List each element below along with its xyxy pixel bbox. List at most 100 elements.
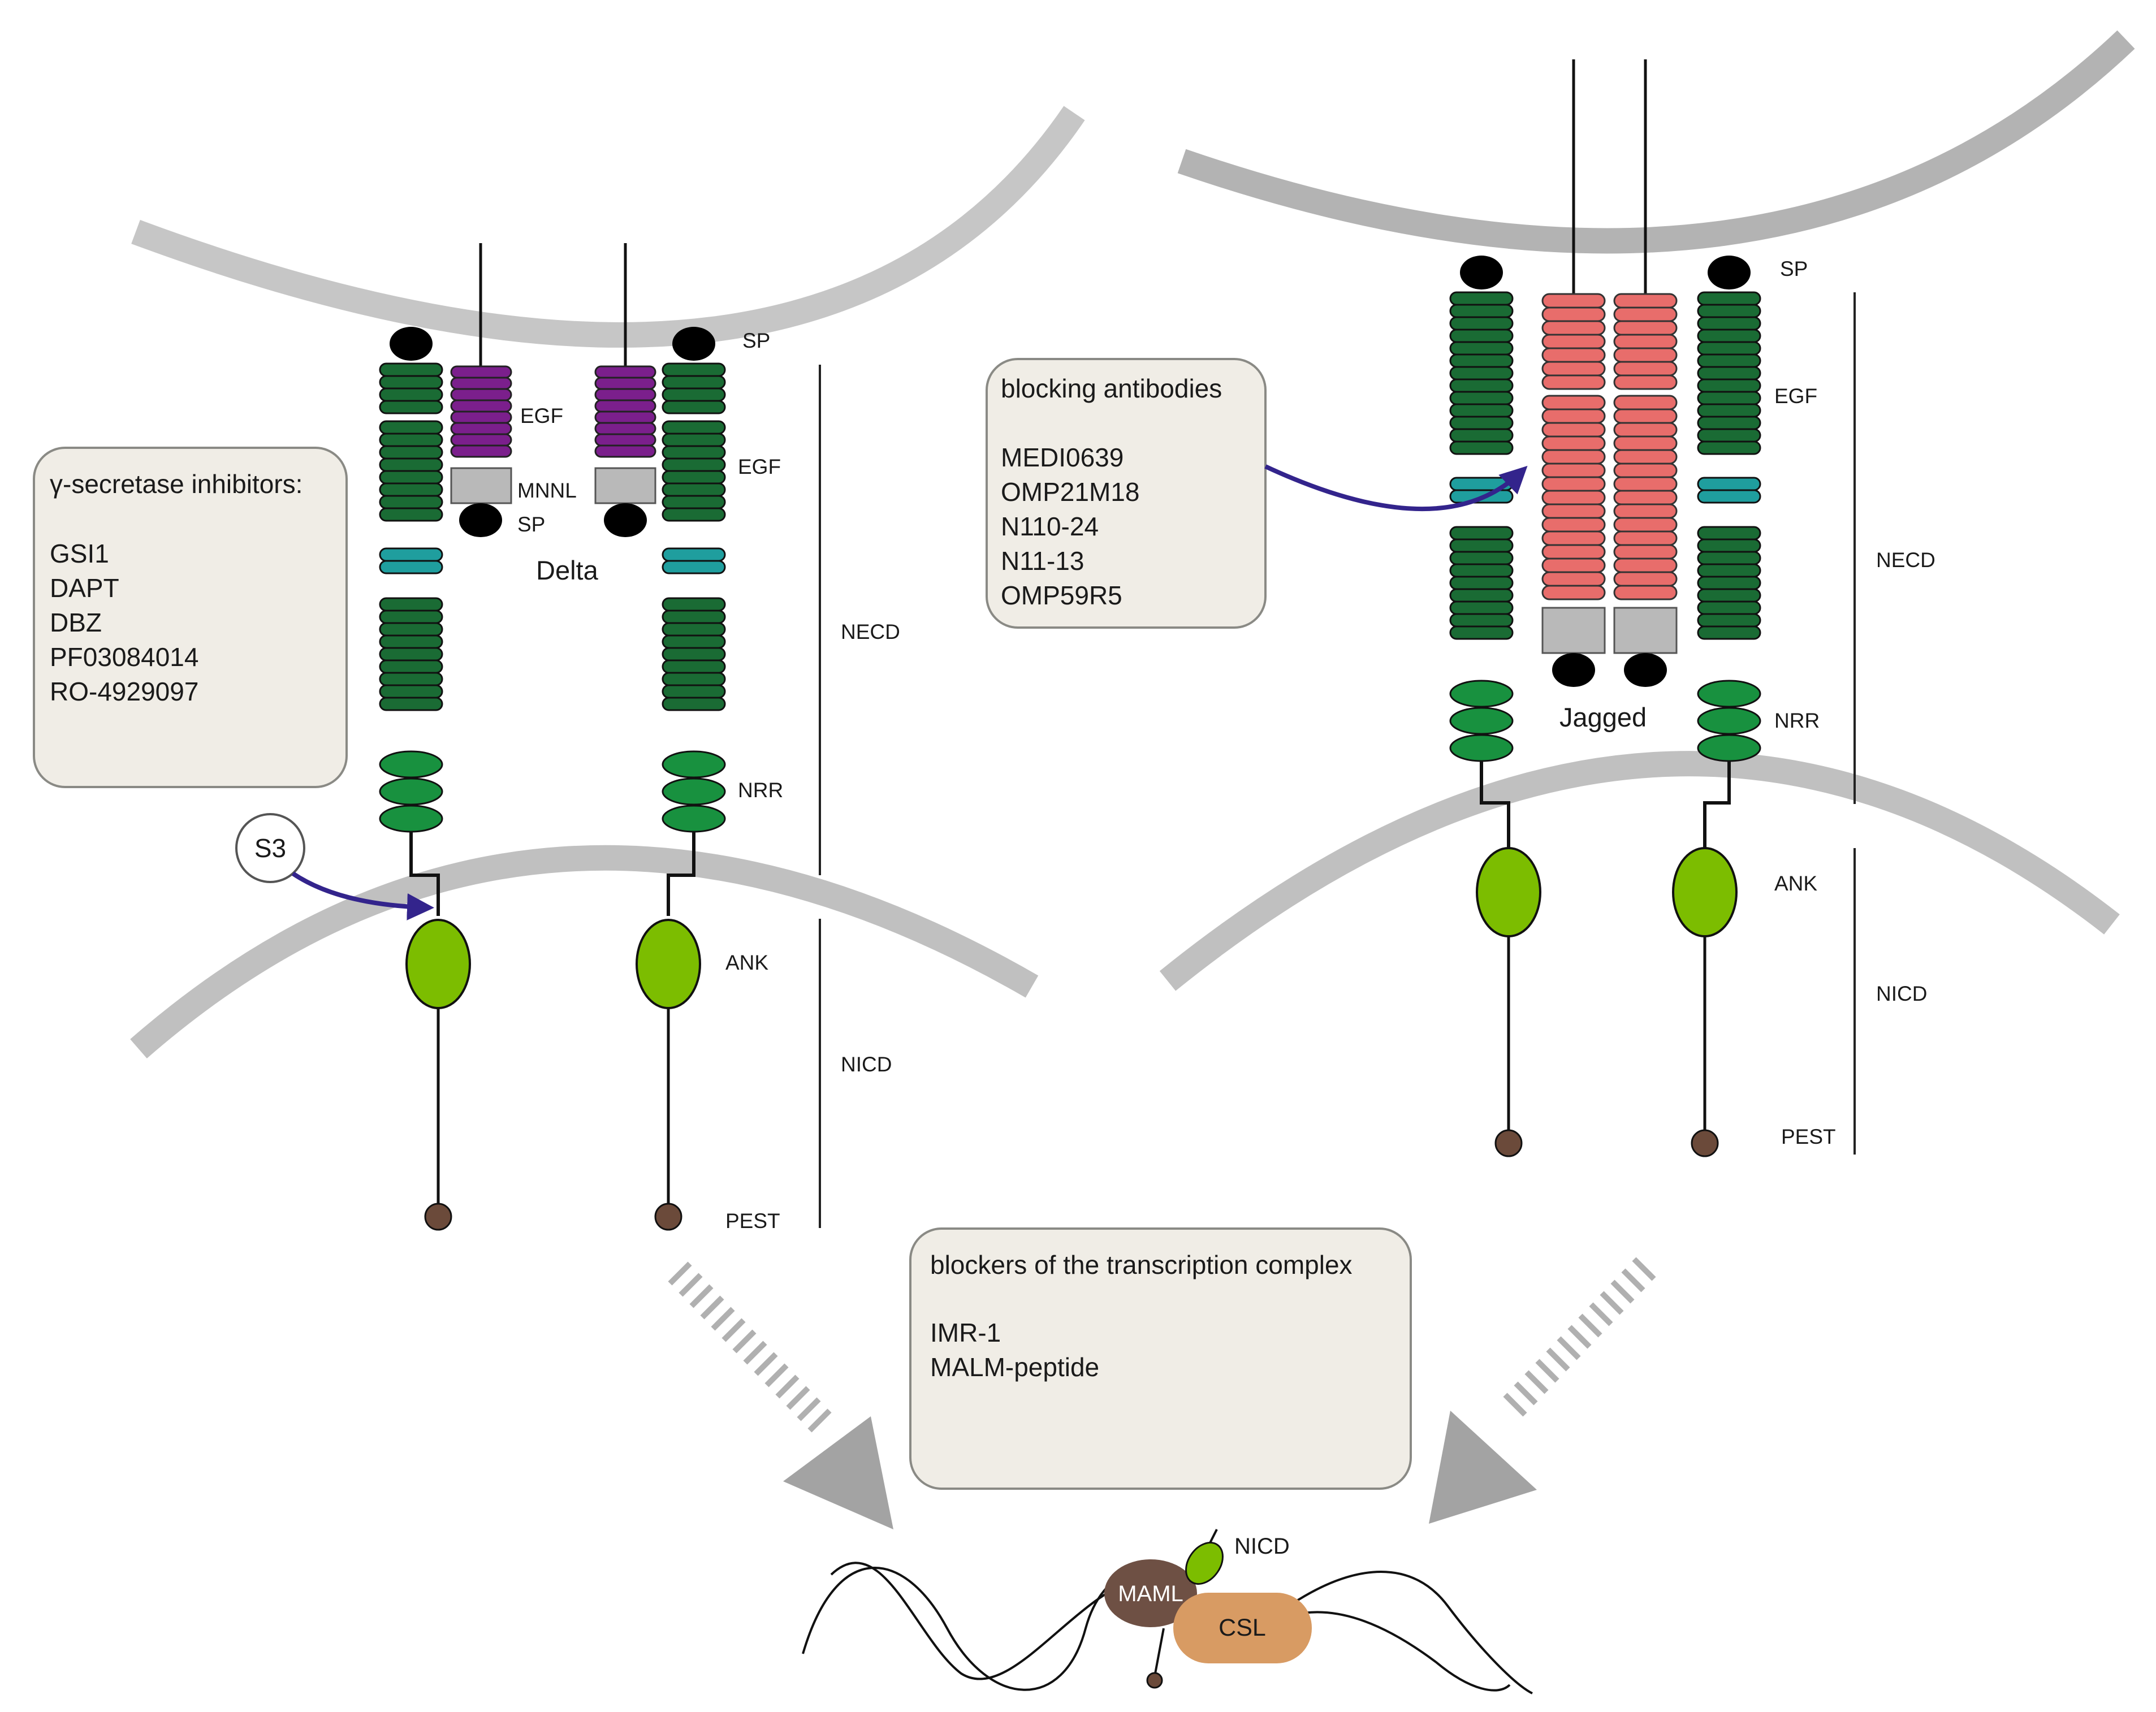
receptor-egf-repeats [379, 597, 443, 711]
jagged-receptor-pest-label: PEST [1781, 1125, 1836, 1148]
receptor-nrr [1697, 680, 1761, 762]
notch-receptor [1672, 256, 1761, 1157]
antibody-item: N110-24 [1001, 512, 1099, 541]
maml-protein [1104, 1559, 1197, 1627]
delta-ligand-egf-domains [594, 365, 656, 458]
inhibitor-item: GSI1 [50, 539, 109, 568]
inhibitor-item: DAPT [50, 573, 119, 603]
s3-arrow [291, 871, 434, 920]
receptor-pest [654, 1203, 682, 1231]
jagged-ligand [1613, 59, 1678, 687]
dna-strands [802, 1562, 1533, 1694]
receptor-transmembrane [667, 832, 695, 916]
gamma-secretase-inhibitors-title: γ-secretase inhibitors: [50, 469, 303, 499]
receptor-transmembrane [1480, 761, 1510, 848]
transcription-blockers-title: blockers of the transcription complex [930, 1250, 1353, 1279]
delta-ligand-sp-label: SP [517, 513, 545, 536]
receptor-sp [1708, 256, 1751, 289]
delta-ligand-name: Delta [536, 555, 599, 585]
jagged-receiver-membrane [1159, 751, 2120, 991]
delta-receptor-ank-label: ANK [725, 951, 768, 974]
jagged-necd-label: NECD [1876, 548, 1935, 572]
antibody-item: MEDI0639 [1001, 443, 1124, 472]
receptor-sp [390, 327, 433, 361]
right-signal-arrow [1429, 1257, 1656, 1524]
delta-receptor-pest-label: PEST [725, 1209, 780, 1233]
receptor-egf-repeats [662, 597, 726, 711]
delta-sender-membrane [131, 106, 1085, 348]
notch-receptor [636, 327, 726, 1231]
receptor-nrr [379, 750, 443, 833]
jagged-receptor-nrr-label: NRR [1774, 709, 1820, 732]
jagged-ligand-gray-domain [1541, 607, 1606, 654]
delta-ligand-mnnl-domain [450, 467, 512, 504]
receptor-egf-repeats [1697, 291, 1761, 455]
jagged-ligand-egf-domains [1541, 293, 1606, 600]
notch-receptor [379, 327, 471, 1231]
receptor-sp [672, 327, 715, 361]
receptor-teal-domain [1449, 477, 1514, 504]
nicd-ank-domain [1185, 1542, 1224, 1585]
receptor-teal-domain [662, 547, 726, 574]
inhibitor-item: PF03084014 [50, 642, 198, 672]
blocking-antibodies-box [986, 358, 1267, 629]
blocking-antibodies-title: blocking antibodies [1001, 374, 1222, 403]
delta-receiver-membrane [130, 845, 1039, 1058]
csl-label: CSL [1219, 1614, 1266, 1641]
delta-necd-label: NECD [841, 620, 900, 643]
receptor-egf-repeats [379, 362, 443, 522]
jagged-nicd-label: NICD [1876, 982, 1927, 1005]
receptor-egf-repeats [1449, 526, 1514, 640]
receptor-pest [424, 1203, 452, 1231]
receptor-transmembrane [409, 832, 440, 916]
receptor-pest [1691, 1129, 1719, 1157]
jagged-ligand-sp [1552, 653, 1595, 687]
antibody-item: OMP59R5 [1001, 581, 1122, 610]
delta-ligand-sp [459, 503, 502, 537]
maml-label: MAML [1118, 1581, 1183, 1606]
jagged-receptor-egf-label: EGF [1774, 384, 1817, 408]
receptor-pest [1494, 1129, 1523, 1157]
left-signal-arrow [668, 1261, 893, 1529]
jagged-ligand-name: Jagged [1559, 702, 1647, 732]
s3-cleavage-site [235, 813, 305, 883]
delta-ligand-sp [604, 503, 647, 537]
nicd-pest-domain [1146, 1672, 1163, 1689]
receptor-egf-repeats [662, 362, 726, 522]
jagged-ligand-egf-domains [1613, 293, 1678, 600]
transcription-blocker-item: MALM-peptide [930, 1352, 1099, 1382]
jagged-panel: Jagged SP EGF NRR ANK PEST NECD NICD blo… [986, 59, 1935, 1157]
jagged-receptor-sp-label: SP [1780, 257, 1808, 280]
csl-protein [1173, 1593, 1312, 1663]
receptor-egf-repeats [1697, 526, 1761, 640]
transcription-blockers-box [909, 1227, 1412, 1490]
receptor-transmembrane [1703, 761, 1731, 848]
delta-panel: EGF MNNL SP Delta SP EGF NRR ANK PEST NE… [33, 243, 900, 1233]
s3-label: S3 [254, 833, 286, 863]
transcription-blocker-item: IMR-1 [930, 1318, 1001, 1347]
receptor-sp [1460, 256, 1503, 289]
receptor-ank [636, 919, 701, 1009]
antibody-item: OMP21M18 [1001, 477, 1139, 507]
receptor-nrr [662, 750, 726, 833]
delta-receptor-nrr-label: NRR [738, 779, 783, 802]
jagged-ligand-gray-domain [1613, 607, 1678, 654]
delta-nicd-label: NICD [841, 1053, 892, 1076]
delta-ligand [594, 243, 656, 537]
receptor-teal-domain [1697, 477, 1761, 504]
delta-ligand-egf-label: EGF [520, 404, 563, 427]
delta-ligand [450, 243, 512, 537]
jagged-ligand-sp [1624, 653, 1667, 687]
jagged-ligand [1541, 59, 1606, 687]
antibody-item: N11-13 [1001, 546, 1084, 576]
receptor-egf-repeats [1449, 291, 1514, 455]
delta-ligand-mnnl-domain [594, 467, 656, 504]
delta-receptor-sp-label: SP [742, 329, 770, 352]
antibody-arrow [1264, 464, 1528, 512]
receptor-ank [1672, 847, 1738, 937]
receptor-ank [405, 919, 471, 1009]
jagged-receptor-ank-label: ANK [1774, 872, 1817, 895]
receptor-ank [1476, 847, 1541, 937]
delta-ligand-mnnl-label: MNNL [517, 479, 577, 502]
